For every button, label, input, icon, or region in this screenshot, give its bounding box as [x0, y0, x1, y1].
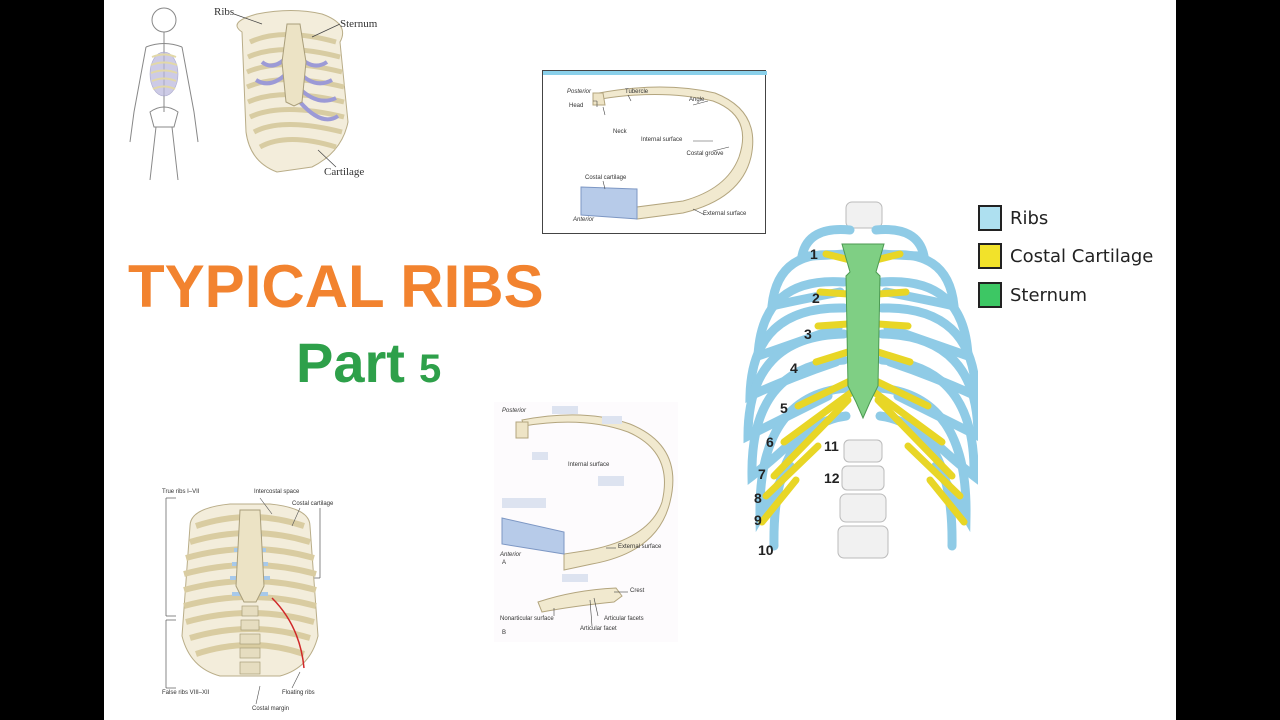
label-tubercle: Tubercle	[625, 89, 649, 95]
rib-number-3: 3	[804, 326, 812, 342]
subtitle-number: 5	[418, 347, 442, 391]
legend-swatch-costal-cartilage	[978, 243, 1002, 269]
legend-item-ribs: Ribs	[978, 205, 1048, 231]
rib-number-9: 9	[754, 512, 762, 528]
true-false-ribs-illustration	[165, 497, 321, 705]
slide-title: TYPICAL RIBS	[128, 253, 544, 320]
legend-item-costal-cartilage: Costal Cartilage	[978, 243, 1153, 269]
label-crest: Crest	[630, 588, 645, 594]
label-costal-cartilage: Costal cartilage	[292, 501, 334, 507]
legend-item-sternum: Sternum	[978, 282, 1087, 308]
figure-true-false-ribs: True ribs I–VII Intercostal space Costal…	[160, 486, 350, 716]
label-a: A	[502, 560, 507, 566]
rib-number-10: 10	[758, 542, 774, 558]
label-head: Head	[569, 103, 584, 109]
label-articular-facet: Articular facet	[580, 626, 617, 632]
label-anterior: Anterior	[500, 552, 522, 558]
rib-number-7: 7	[758, 466, 766, 482]
rib-number-1: 1	[810, 246, 818, 262]
label-neck: Neck	[613, 129, 627, 135]
rib-number-12: 12	[824, 470, 840, 486]
label-external-surface: External surface	[703, 211, 747, 217]
label-sternum: Sternum	[340, 18, 378, 30]
skeleton-ribcage-illustration	[129, 7, 349, 181]
label-posterior: Posterior	[567, 89, 592, 95]
label-cartilage: Cartilage	[324, 166, 365, 178]
label-nonarticular-surface: Nonarticular surface	[500, 616, 554, 622]
label-ribs: Ribs	[214, 6, 235, 18]
rib-number-8: 8	[754, 490, 762, 506]
rib-number-2: 2	[812, 290, 820, 306]
label-angle: Angle	[689, 97, 705, 103]
label-b: B	[502, 630, 507, 636]
legend-label-costal-cartilage: Costal Cartilage	[1010, 245, 1154, 267]
label-intercostal-space: Intercostal space	[254, 489, 300, 495]
subtitle-word: Part	[296, 331, 405, 394]
figure-rib-top: Posterior Tubercle Head Angle Neck Inter…	[542, 70, 767, 234]
label-external-surface: External surface	[618, 544, 662, 550]
label-anterior: Anterior	[573, 217, 595, 223]
label-articular-facets: Articular facets	[604, 616, 644, 622]
label-floating-ribs: Floating ribs	[282, 690, 315, 696]
label-costal-groove: Costal groove	[686, 151, 724, 157]
figure-rib-bottom: Posterior Internal surface Anterior A Ex…	[494, 402, 678, 642]
colored-ribcage-illustration	[743, 201, 983, 559]
label-posterior: Posterior	[502, 408, 527, 414]
label-internal-surface: Internal surface	[641, 137, 683, 143]
label-true-ribs: True ribs I–VII	[162, 489, 200, 495]
figure-skeleton-ribcage: Ribs Sternum Cartilage	[122, 2, 377, 182]
rib-bottom-illustration	[501, 406, 674, 627]
label-false-ribs: False ribs VIII–XII	[162, 690, 210, 696]
top-border-strip	[543, 71, 767, 75]
label-internal-surface: Internal surface	[568, 462, 610, 468]
legend-label-ribs: Ribs	[1010, 207, 1049, 229]
slide: Ribs Sternum Cartilage Posterior Tubercl…	[104, 0, 1176, 720]
slide-subtitle: Part 5	[296, 330, 441, 395]
rib-number-6: 6	[766, 434, 774, 450]
label-costal-margin: Costal margin	[252, 706, 290, 712]
legend-label-sternum: Sternum	[1010, 284, 1087, 306]
rib-number-5: 5	[780, 400, 788, 416]
figure-colored-ribcage: 1 2 3 4 5 6 7 8 9 10 11 12	[738, 196, 983, 586]
rib-number-11: 11	[824, 438, 839, 454]
rib-number-4: 4	[790, 360, 798, 376]
legend-swatch-sternum	[978, 282, 1002, 308]
label-costal-cartilage: Costal cartilage	[585, 175, 627, 181]
legend-swatch-ribs	[978, 205, 1002, 231]
rib-top-illustration	[580, 86, 754, 220]
